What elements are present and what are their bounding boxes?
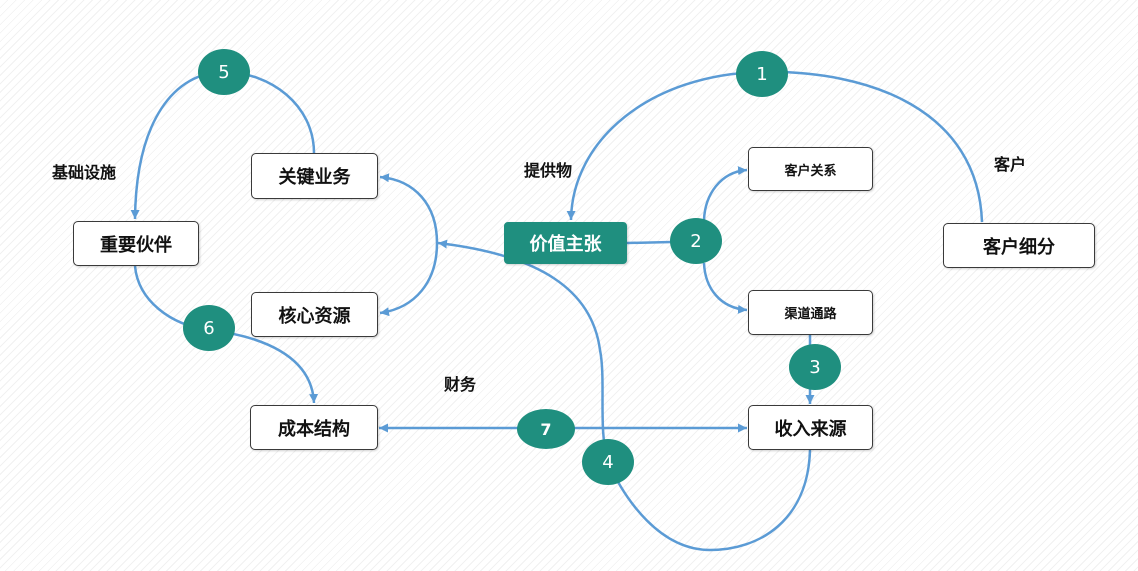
step-badge-7: 7 bbox=[517, 409, 575, 449]
customer-segments-box: 客户细分 bbox=[943, 223, 1095, 268]
customer-relationships-box: 客户关系 bbox=[748, 147, 873, 191]
customer-label: 客户 bbox=[993, 155, 1027, 174]
finance-label: 财务 bbox=[443, 375, 477, 394]
step-badge-4: 4 bbox=[582, 439, 634, 485]
cost-structure-box: 成本结构 bbox=[250, 405, 378, 450]
value-proposition-label: 价值主张 bbox=[529, 234, 602, 255]
customer-relationships-label: 客户关系 bbox=[784, 163, 837, 179]
cost-structure-label: 成本结构 bbox=[278, 418, 350, 440]
value-proposition-box: 价值主张 bbox=[504, 222, 627, 264]
offering-label: 提供物 bbox=[523, 161, 573, 180]
customer-segments-label: 客户细分 bbox=[983, 236, 1055, 258]
channels-box: 渠道通路 bbox=[748, 290, 873, 335]
connector-step-2-to-channels bbox=[702, 262, 748, 314]
step-badge-1: 1 bbox=[736, 51, 788, 97]
step-badge-3: 3 bbox=[789, 344, 841, 390]
revenue-streams-box: 收入来源 bbox=[748, 405, 873, 450]
connector-bracket-to-activities bbox=[379, 173, 439, 244]
key-resources-label: 核心资源 bbox=[278, 305, 351, 327]
key-partners-label: 重要伙伴 bbox=[100, 234, 172, 256]
infrastructure-label: 基础设施 bbox=[51, 163, 117, 182]
step-badge-5: 5 bbox=[198, 49, 250, 95]
revenue-streams-label: 收入来源 bbox=[774, 418, 847, 440]
step-badge-2: 2 bbox=[670, 218, 722, 264]
key-resources-box: 核心资源 bbox=[251, 292, 378, 337]
key-activities-label: 关键业务 bbox=[278, 167, 351, 188]
key-partners-box: 重要伙伴 bbox=[73, 221, 199, 266]
connector-value-to-step-2 bbox=[626, 240, 673, 245]
step-badge-6: 6 bbox=[183, 305, 235, 351]
channels-label: 渠道通路 bbox=[784, 307, 837, 322]
connector-bracket-to-resources bbox=[379, 242, 439, 317]
connector-step-2-to-relationships bbox=[702, 166, 748, 221]
key-activities-box: 关键业务 bbox=[251, 153, 378, 199]
